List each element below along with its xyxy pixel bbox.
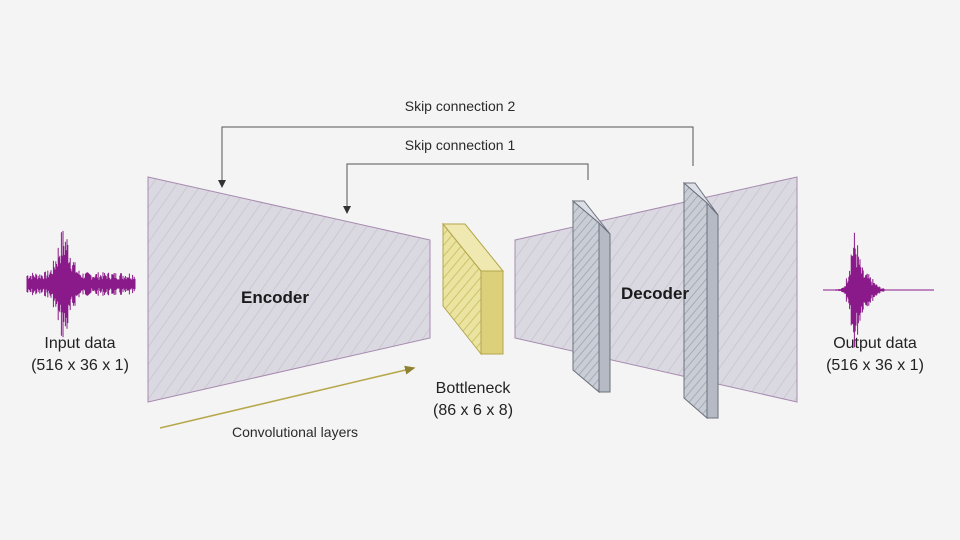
skip-connection-2-line bbox=[218, 126, 694, 188]
decoder-label: Decoder bbox=[620, 284, 690, 303]
conv-layers-label: Convolutional layers bbox=[231, 424, 359, 440]
bottleneck-dims: (86 x 6 x 8) bbox=[432, 402, 514, 419]
conv-arrow bbox=[159, 365, 416, 429]
output-waveform-icon bbox=[823, 232, 934, 348]
skip-plate-2 bbox=[682, 181, 719, 420]
encoder-label: Encoder bbox=[240, 288, 310, 307]
bottleneck-label: Bottleneck bbox=[435, 380, 511, 397]
encoder-block bbox=[147, 176, 431, 403]
skip-connection-1-label: Skip connection 1 bbox=[404, 137, 516, 153]
input-waveform-icon bbox=[26, 230, 136, 338]
skip-connection-1-line bbox=[343, 163, 589, 214]
skip-plate-1 bbox=[571, 199, 611, 394]
input-dims: (516 x 36 x 1) bbox=[31, 357, 129, 374]
bottleneck-block bbox=[441, 222, 505, 356]
input-label: Input data bbox=[44, 335, 116, 352]
output-label: Output data bbox=[833, 335, 917, 352]
skip-connection-2-label: Skip connection 2 bbox=[404, 98, 516, 114]
output-dims: (516 x 36 x 1) bbox=[826, 357, 924, 374]
